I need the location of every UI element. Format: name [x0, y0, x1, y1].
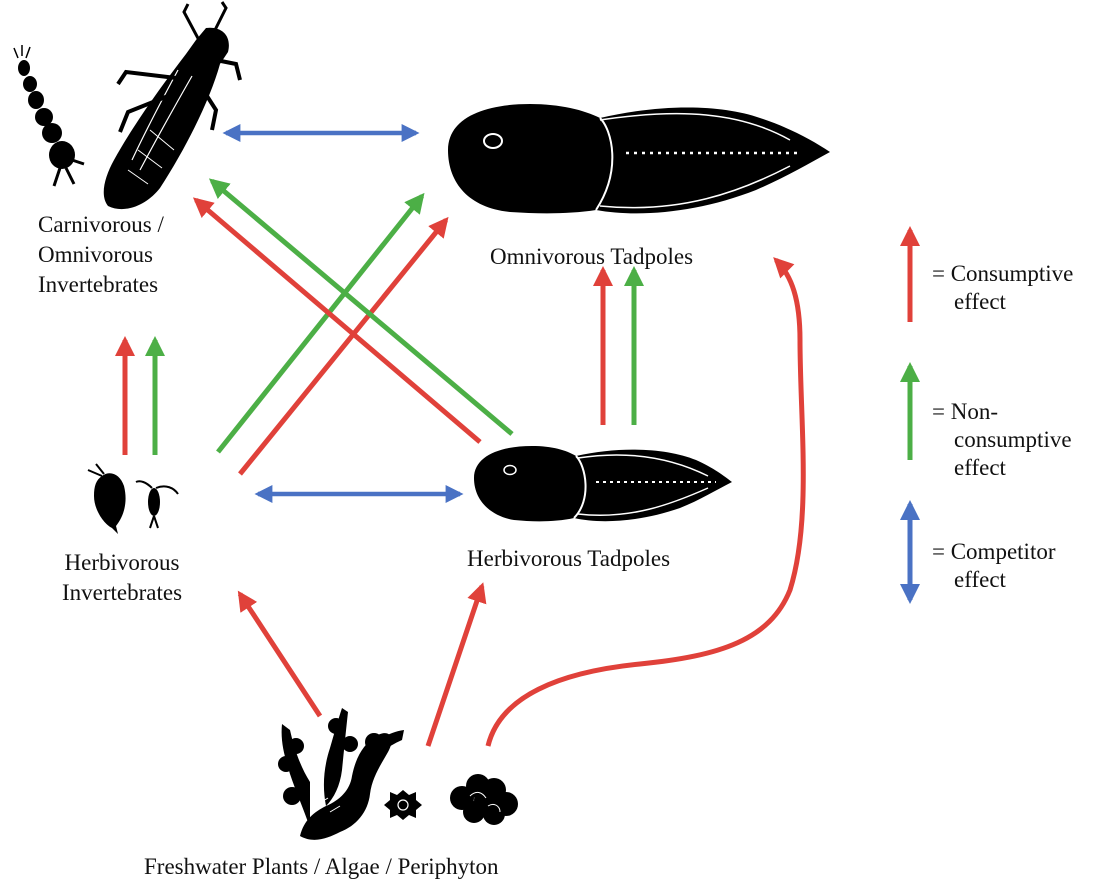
- legend-competitor-label: = Competitor effect: [932, 538, 1056, 594]
- label-line: Carnivorous /: [38, 210, 164, 240]
- legend-nonconsumptive-label: = Non- consumptive effect: [932, 398, 1072, 482]
- copepod-icon: [136, 481, 178, 528]
- legend-line: consumptive: [932, 426, 1072, 454]
- legend-line: = Consumptive: [932, 260, 1073, 288]
- nonconsumptive-arrow-herb-invert-to-omni-tadpoles: [218, 196, 422, 452]
- legend-line: effect: [932, 288, 1073, 316]
- aquatic-plant-icon: [278, 708, 404, 840]
- legend-line: effect: [932, 454, 1072, 482]
- herbivorous-invertebrates-label: Herbivorous Invertebrates: [62, 548, 182, 608]
- dragonfly-nymph-icon: [104, 2, 240, 209]
- midge-larva-icon: [14, 45, 84, 186]
- omnivorous-tadpole-icon: [448, 104, 830, 213]
- herbivorous-tadpoles-label: Herbivorous Tadpoles: [467, 544, 670, 574]
- diatom-icon: [384, 790, 422, 820]
- legend-consumptive-label: = Consumptive effect: [932, 260, 1073, 316]
- label-line: Invertebrates: [62, 578, 182, 608]
- producers-label: Freshwater Plants / Algae / Periphyton: [144, 852, 499, 882]
- legend-line: = Competitor: [932, 538, 1056, 566]
- legend-line: effect: [932, 566, 1056, 594]
- periphyton-clump-icon: [450, 774, 518, 825]
- label-line: Herbivorous: [62, 548, 182, 578]
- daphnia-icon: [88, 464, 126, 534]
- legend-line: = Non-: [932, 398, 1072, 426]
- label-line: Invertebrates: [38, 270, 164, 300]
- consumptive-arrow-plants-to-herb-invert: [240, 594, 320, 716]
- omnivorous-tadpoles-label: Omnivorous Tadpoles: [490, 242, 693, 272]
- herbivorous-tadpole-icon: [474, 446, 732, 521]
- consumptive-arrow-herb-tadpoles-to-carn-invert: [196, 200, 480, 442]
- nonconsumptive-arrow-herb-tadpoles-to-carn-invert: [212, 181, 512, 434]
- consumptive-arrow-algae-to-herb-tadpoles: [428, 586, 482, 746]
- consumptive-arrow-herb-invert-to-omni-tadpoles: [240, 220, 446, 474]
- carnivorous-invertebrates-label: Carnivorous / Omnivorous Invertebrates: [38, 210, 164, 300]
- label-line: Omnivorous: [38, 240, 164, 270]
